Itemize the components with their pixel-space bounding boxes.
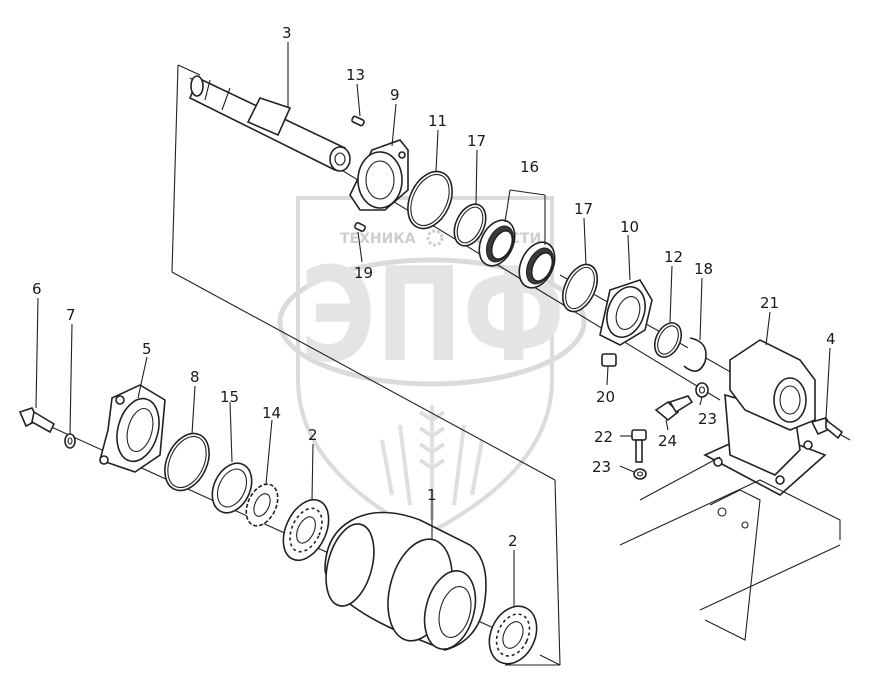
label-part-22: 22 — [594, 428, 613, 446]
label-part-10: 10 — [620, 218, 639, 236]
part-22-bolt — [631, 429, 647, 463]
label-part-13: 13 — [346, 66, 365, 84]
part-labels: 3 13 9 11 17 16 17 10 12 18 21 4 19 20 2… — [32, 24, 836, 550]
label-part-6: 6 — [32, 280, 42, 298]
part-20-plug — [601, 353, 617, 367]
part-21-bracket — [703, 339, 827, 496]
part-10-flange — [599, 279, 653, 346]
part-5-cover — [99, 384, 166, 473]
part-3-shaft — [188, 75, 351, 172]
label-part-23: 23 — [698, 410, 717, 428]
part-13-pin — [351, 115, 365, 127]
part-24-bolt — [654, 395, 694, 422]
part-8-oring — [164, 432, 210, 492]
part-16-floating-seal — [478, 189, 556, 289]
label-part-5: 5 — [142, 340, 152, 358]
part-6-bolt — [18, 407, 56, 434]
label-part-3: 3 — [282, 24, 292, 42]
part-2-bearing-a — [282, 498, 330, 562]
part-2-bearing-b — [488, 605, 538, 665]
part-11-oring — [407, 170, 453, 230]
part-19-pin — [354, 222, 366, 232]
label-part-20: 20 — [596, 388, 615, 406]
label-part-9: 9 — [390, 86, 400, 104]
label-part-14: 14 — [262, 404, 281, 422]
label-part-2: 2 — [308, 426, 318, 444]
assembly-outline — [171, 64, 561, 666]
part-7-washer — [64, 433, 76, 449]
label-part-21: 21 — [760, 294, 779, 312]
part-1-roller — [324, 511, 487, 651]
part-23-washer-b — [633, 468, 647, 480]
watermark-ellipse — [277, 257, 587, 387]
part-4-bolt — [810, 417, 844, 440]
label-part-12: 12 — [664, 248, 683, 266]
label-part-18: 18 — [694, 260, 713, 278]
part-17-oring-b — [561, 263, 599, 313]
part-18-snap-ring — [683, 337, 707, 372]
label-part-24: 24 — [658, 432, 677, 450]
part-15-retainer — [211, 462, 253, 514]
label-part-19: 19 — [354, 264, 373, 282]
label-part-17: 17 — [467, 132, 486, 150]
part-17-oring-a — [453, 203, 487, 247]
label-part-17: 17 — [574, 200, 593, 218]
label-part-2: 2 — [508, 532, 518, 550]
label-part-16: 16 — [520, 158, 539, 176]
label-part-7: 7 — [66, 306, 76, 324]
label-part-23: 23 — [592, 458, 611, 476]
leader-lines — [35, 42, 831, 606]
label-part-4: 4 — [826, 330, 836, 348]
part-12-oring — [653, 322, 683, 358]
part-9-flange — [349, 139, 409, 211]
gear-icon — [426, 229, 444, 247]
label-part-15: 15 — [220, 388, 239, 406]
label-part-1: 1 — [427, 486, 437, 504]
part-23-washer-a — [695, 382, 709, 398]
label-part-11: 11 — [428, 112, 447, 130]
part-14-lock-nut — [245, 483, 279, 527]
wheat-icon — [380, 405, 484, 520]
track-frame — [619, 479, 841, 641]
label-part-8: 8 — [190, 368, 200, 386]
